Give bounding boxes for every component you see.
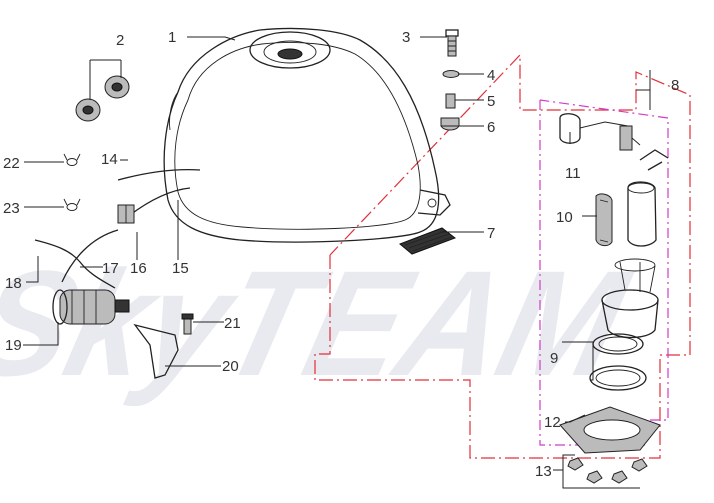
callout-11: 11 [565, 165, 581, 182]
breather-hose [117, 168, 201, 181]
callout-13: 13 [535, 463, 552, 480]
rear-bracket [399, 227, 457, 255]
pump-bracket [133, 323, 179, 379]
callout-6: 6 [487, 119, 495, 136]
callout-17: 17 [102, 260, 119, 277]
callout-14: 14 [101, 151, 118, 168]
callout-4: 4 [487, 67, 495, 84]
fuel-pump-cover [595, 193, 613, 247]
fuel-tube [61, 229, 119, 283]
fuel-hose [34, 239, 116, 289]
filler-cap-parts [75, 75, 130, 122]
hose-clip [117, 204, 135, 224]
retainer-plate [559, 406, 661, 454]
callout-1: 1 [168, 29, 176, 46]
fuel-tank [163, 27, 451, 243]
callout-10: 10 [556, 209, 573, 226]
callout-22: 22 [3, 155, 20, 172]
callout-7: 7 [487, 225, 495, 242]
callout-20: 20 [222, 358, 239, 375]
callout-16: 16 [130, 260, 147, 277]
callout-9: 9 [550, 350, 558, 367]
callout-19: 19 [5, 337, 22, 354]
nuts [567, 457, 648, 484]
hose-clamp-small [63, 153, 81, 166]
callout-23: 23 [3, 200, 20, 217]
callout-labels: 1 2 3 4 5 6 7 8 9 10 11 12 13 14 15 16 1… [3, 29, 679, 480]
rubber-cushion [440, 117, 460, 131]
callout-2: 2 [116, 32, 124, 49]
gasket-rings [589, 333, 647, 391]
fuel-pump-assembly-frame [314, 53, 691, 459]
callout-5: 5 [487, 93, 495, 110]
mounting-bolt [445, 29, 459, 57]
callout-21: 21 [224, 315, 241, 332]
fuel-level-sender [559, 113, 641, 151]
fuel-pump-unit [601, 149, 669, 339]
callout-3: 3 [402, 29, 410, 46]
callout-8: 8 [671, 77, 679, 94]
callout-15: 15 [172, 260, 189, 277]
hose-clamp-large [63, 198, 81, 211]
callout-18: 18 [5, 275, 22, 292]
collar [445, 93, 456, 109]
washer [442, 70, 460, 78]
bracket-screw [181, 313, 194, 335]
leader-lines [23, 36, 651, 489]
vent-hose [129, 187, 191, 216]
fuel-filter-unit [52, 289, 130, 325]
callout-12: 12 [544, 414, 561, 431]
